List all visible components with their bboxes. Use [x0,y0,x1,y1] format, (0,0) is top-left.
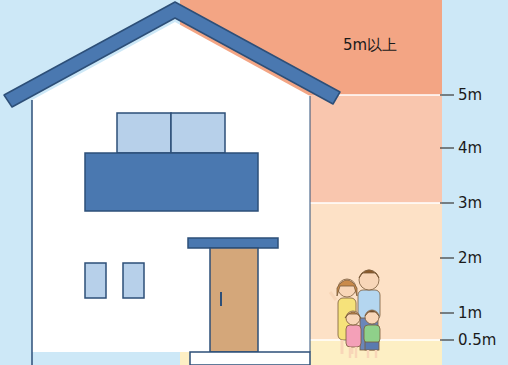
roof [4,2,340,107]
window [117,113,171,153]
door-handle [220,292,222,306]
house-edge [31,100,33,365]
tick-marks [440,95,454,340]
balcony [85,153,258,211]
window [123,263,144,298]
band-label: 5m以上 [343,36,397,55]
door-canopy [188,238,278,248]
window [171,113,225,153]
depth-tick-label: 3m [458,194,482,212]
depth-tick-label: 0.5m [458,331,496,349]
depth-tick-label: 1m [458,304,482,322]
depth-tick-label: 2m [458,249,482,267]
house-edge [310,96,311,352]
band-line [338,94,442,96]
window [85,263,106,298]
depth-tick-label: 5m [458,86,482,104]
family [330,270,380,358]
depth-tick-label: 4m [458,139,482,157]
door [210,248,258,352]
band-line [310,202,442,204]
step [190,352,310,365]
